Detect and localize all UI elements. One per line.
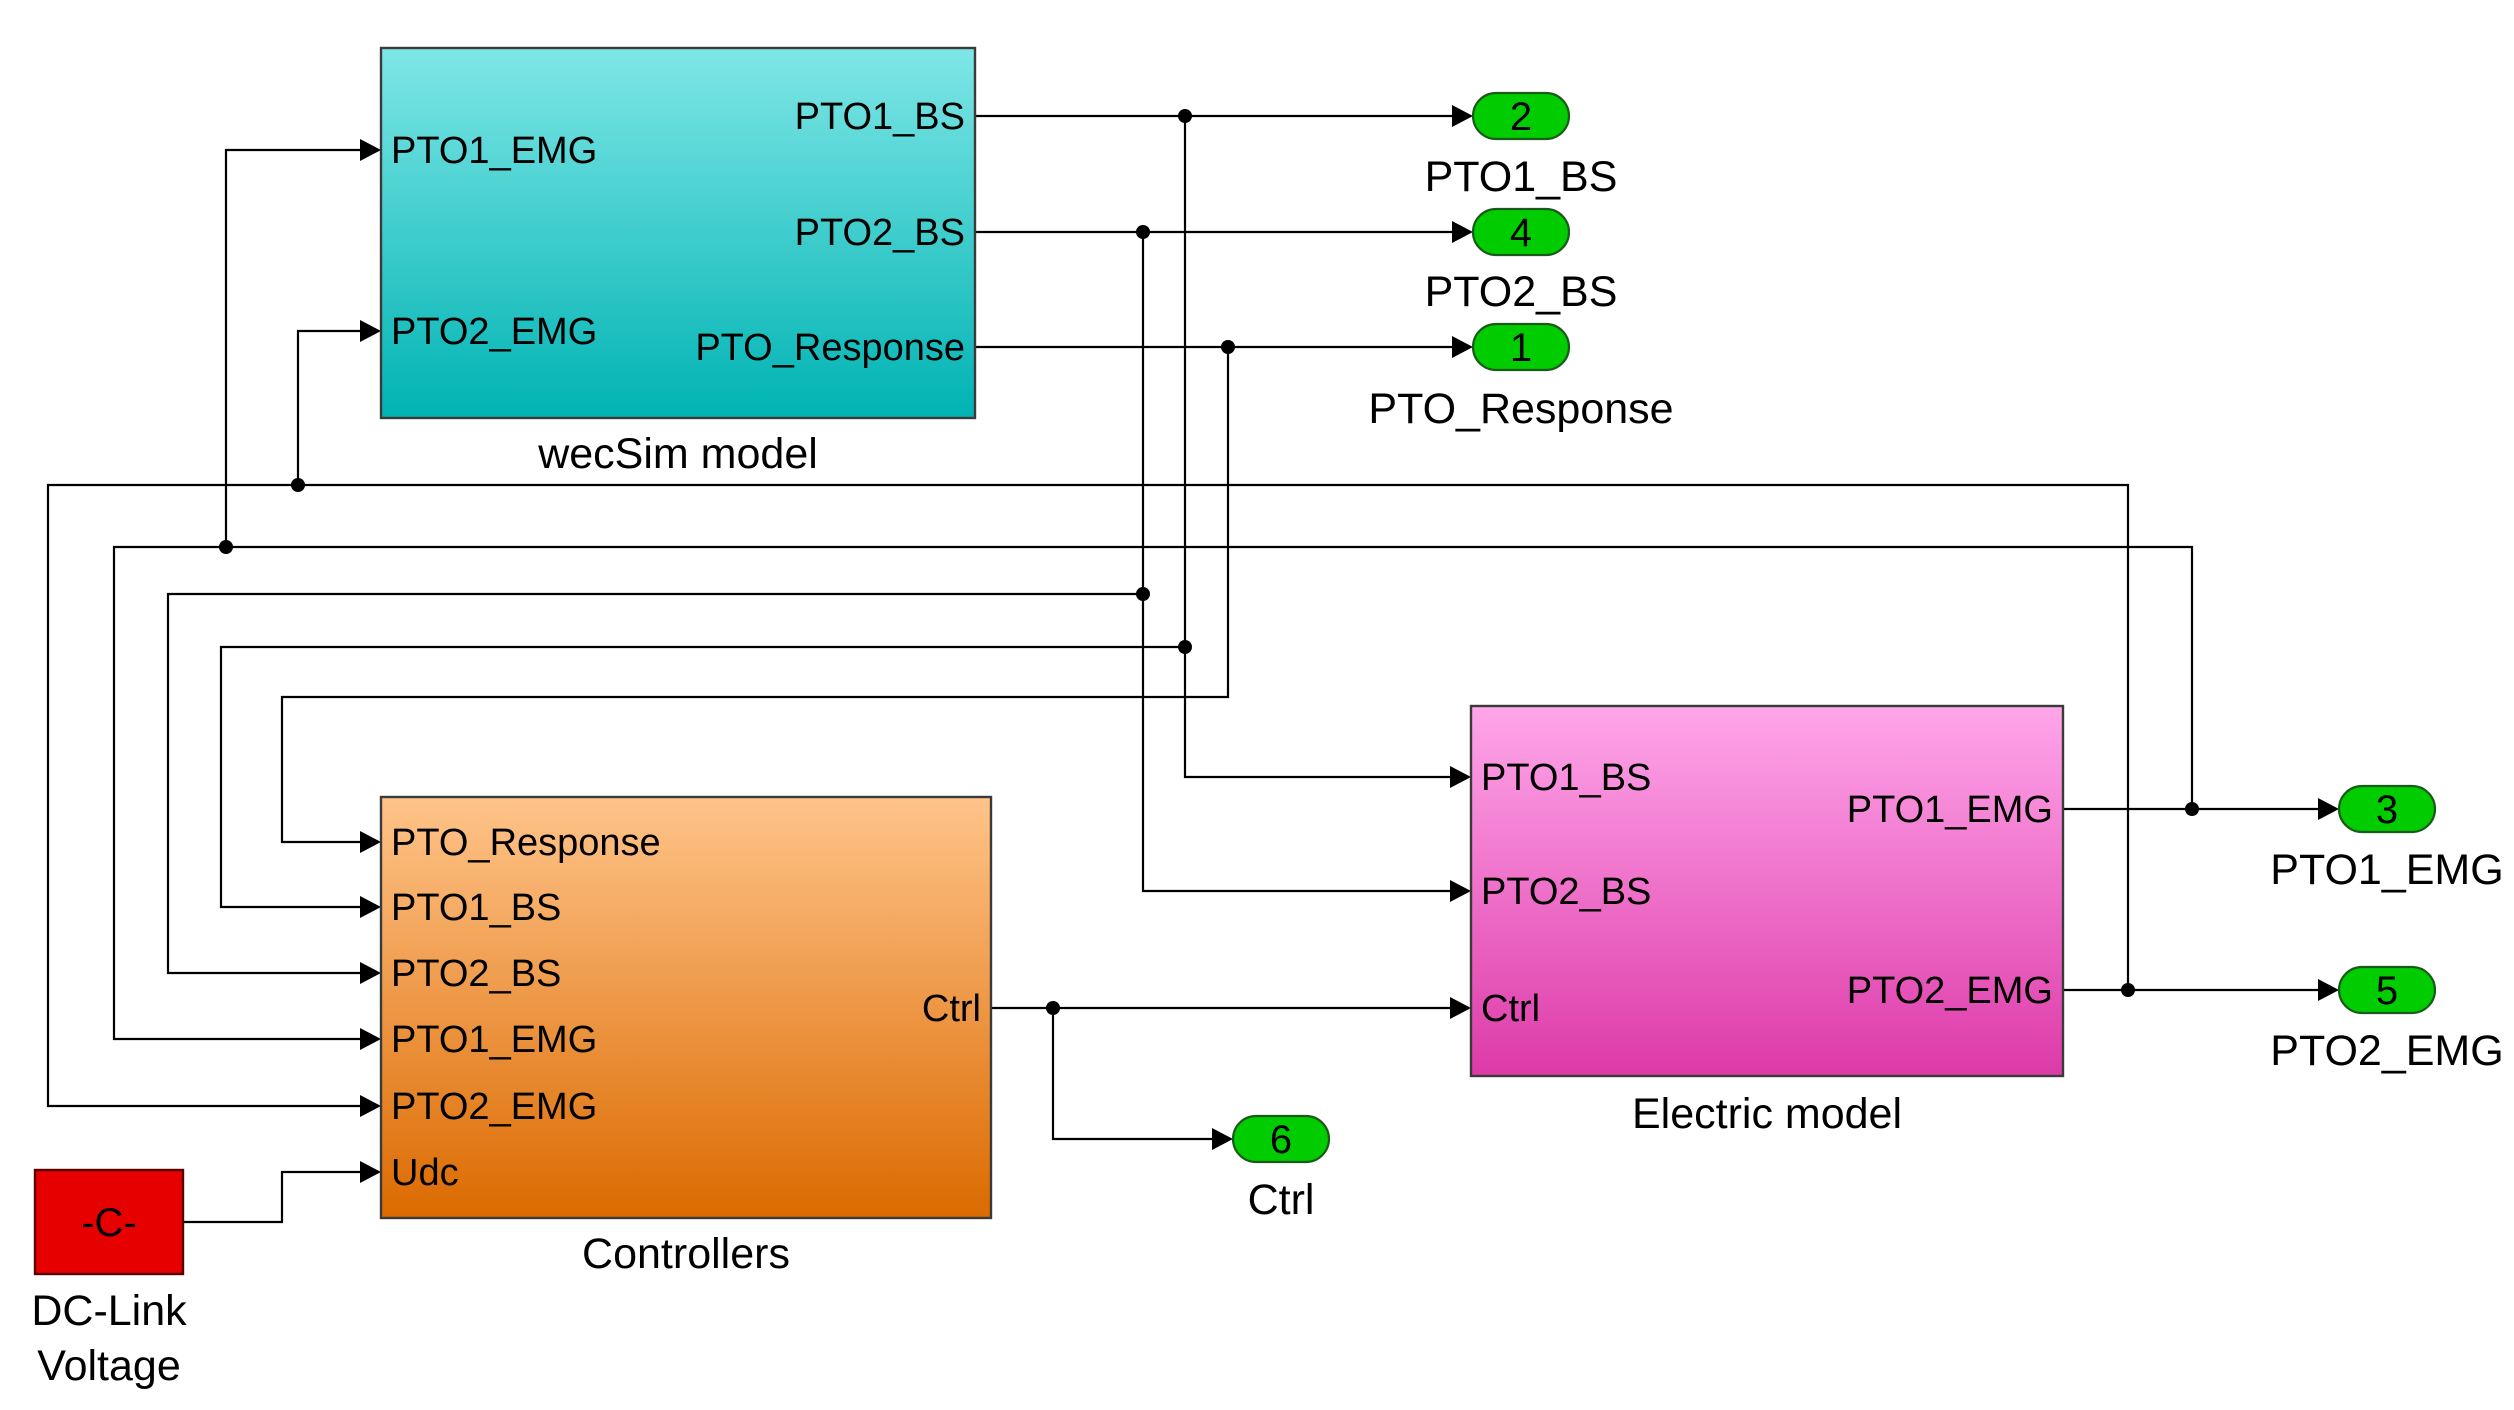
wire-dc-link-to-udc[interactable] [183,1170,360,1224]
outport-oval[interactable] [2337,784,2437,834]
junction-pto1-emg-split [219,540,233,554]
outport-caption: PTO1_EMG [2270,846,2503,894]
wecsim-output-label: PTO_Response [695,327,965,369]
outport-number: 1 [1510,326,1532,370]
arrowhead-outport-5 [2318,979,2339,1001]
wecsim-model-block[interactable]: PTO1_EMG PTO2_EMG PTO1_BS PTO2_BS PTO_Re… [379,46,977,478]
arrowhead-wecsim-pto1-emg [360,139,381,161]
wecsim-model-caption: wecSim model [537,430,818,478]
controllers-output-label: Ctrl [922,988,981,1030]
dc-link-caption-line1: DC-Link [31,1287,187,1335]
wire-pto1-emg-feedback-to-controllers[interactable] [112,545,360,1041]
controllers-block[interactable]: PTO_Response PTO1_BS PTO2_BS PTO1_EMG PT… [379,795,993,1278]
electric-input-label: PTO2_BS [1481,871,1651,913]
outport-caption: PTO_Response [1368,385,1673,433]
arrowhead-ctrl-udc [360,1161,381,1183]
outport-5[interactable]: 5 PTO2_EMG [2270,965,2504,1075]
dc-link-constant-block[interactable]: -C- DC-Link Voltage [31,1168,187,1390]
dc-link-constant-value: -C- [81,1201,137,1245]
electric-model-caption: Electric model [1632,1090,1902,1138]
electric-output-label: PTO2_EMG [1847,970,2053,1012]
controllers-input-label: PTO1_BS [391,887,561,929]
wire-pto2-bs-to-electric[interactable] [1141,594,1450,893]
wire-pto2-bs-to-controllers[interactable] [166,232,1145,975]
outport-oval[interactable] [1471,207,1571,257]
controllers-input-label: Udc [391,1152,459,1194]
outport-number: 3 [2376,788,2398,832]
wire-arrowheads [360,105,2339,1183]
arrowhead-elec-pto1-bs [1450,766,1471,788]
wire-ctrl-to-outport-6[interactable] [1051,1008,1212,1141]
arrowhead-ctrl-pto2-emg [360,1095,381,1117]
outport-caption: PTO2_BS [1425,268,1618,316]
junction-pto1-bs [1178,109,1192,123]
wire-pto2-emg-feedback-to-controllers[interactable] [46,483,360,1108]
junction-pto2-bs [1136,225,1150,239]
outport-oval[interactable] [2337,965,2437,1015]
electric-output-label: PTO1_EMG [1847,789,2053,831]
wecsim-model-body[interactable] [379,46,977,420]
arrowhead-outport-6 [1212,1128,1233,1150]
controllers-input-label: PTO_Response [391,822,661,864]
controllers-input-label: PTO2_EMG [391,1086,597,1128]
outport-caption: PTO1_BS [1425,153,1618,201]
arrowhead-outport-3 [2318,798,2339,820]
wecsim-output-label: PTO2_BS [795,212,965,254]
wire-pto-response-to-controllers[interactable] [280,347,1230,844]
electric-input-label: PTO1_BS [1481,757,1651,799]
outport-number: 6 [1270,1118,1292,1162]
outport-caption: Ctrl [1248,1176,1315,1224]
outport-number: 5 [2376,969,2398,1013]
junction-pto2-emg-split [291,478,305,492]
outport-oval[interactable] [1471,91,1571,141]
wire-junctions [219,109,2199,1015]
arrowhead-elec-ctrl [1450,997,1471,1019]
arrowhead-elec-pto2-bs [1450,880,1471,902]
dc-link-constant-body[interactable] [33,1168,185,1276]
outport-caption: PTO2_EMG [2270,1027,2503,1075]
electric-model-body[interactable] [1469,704,2065,1078]
outport-oval[interactable] [1231,1114,1331,1164]
wire-pto1-bs-to-controllers[interactable] [219,116,1187,909]
junction-pto2-bs-split [1136,587,1150,601]
junction-pto1-bs-split [1178,640,1192,654]
controllers-body[interactable] [379,795,993,1220]
outport-number: 2 [1510,95,1532,139]
outport-4[interactable]: 4 PTO2_BS [1425,207,1618,316]
arrowhead-ctrl-pto2-bs [360,962,381,984]
wecsim-input-label: PTO1_EMG [391,130,597,172]
arrowhead-ctrl-pto1-emg [360,1028,381,1050]
arrowhead-outport-2 [1452,105,1473,127]
controllers-caption: Controllers [582,1230,790,1278]
dc-link-caption-line2: Voltage [37,1342,180,1390]
electric-input-label: Ctrl [1481,988,1540,1030]
arrowhead-ctrl-pto1-bs [360,896,381,918]
arrowhead-outport-4 [1452,221,1473,243]
wecsim-output-label: PTO1_BS [795,96,965,138]
wecsim-input-label: PTO2_EMG [391,311,597,353]
electric-model-block[interactable]: PTO1_BS PTO2_BS Ctrl PTO1_EMG PTO2_EMG E… [1469,704,2065,1138]
junction-pto1-emg-out [2185,802,2199,816]
arrowhead-ctrl-pto-response [360,831,381,853]
outport-3[interactable]: 3 PTO1_EMG [2270,784,2504,894]
arrowhead-outport-1 [1452,336,1473,358]
arrowhead-wecsim-pto2-emg [360,320,381,342]
junction-pto2-emg-out [2121,983,2135,997]
outport-number: 4 [1510,211,1532,255]
outport-oval[interactable] [1471,322,1571,372]
wire-pto1-bs-to-electric[interactable] [1183,647,1450,779]
outport-1[interactable]: 1 PTO_Response [1368,322,1674,433]
controllers-input-label: PTO1_EMG [391,1019,597,1061]
outport-2[interactable]: 2 PTO1_BS [1425,91,1618,201]
outport-6[interactable]: 6 Ctrl [1231,1114,1331,1224]
junction-pto-response [1221,340,1235,354]
junction-ctrl [1046,1001,1060,1015]
controllers-input-label: PTO2_BS [391,953,561,995]
